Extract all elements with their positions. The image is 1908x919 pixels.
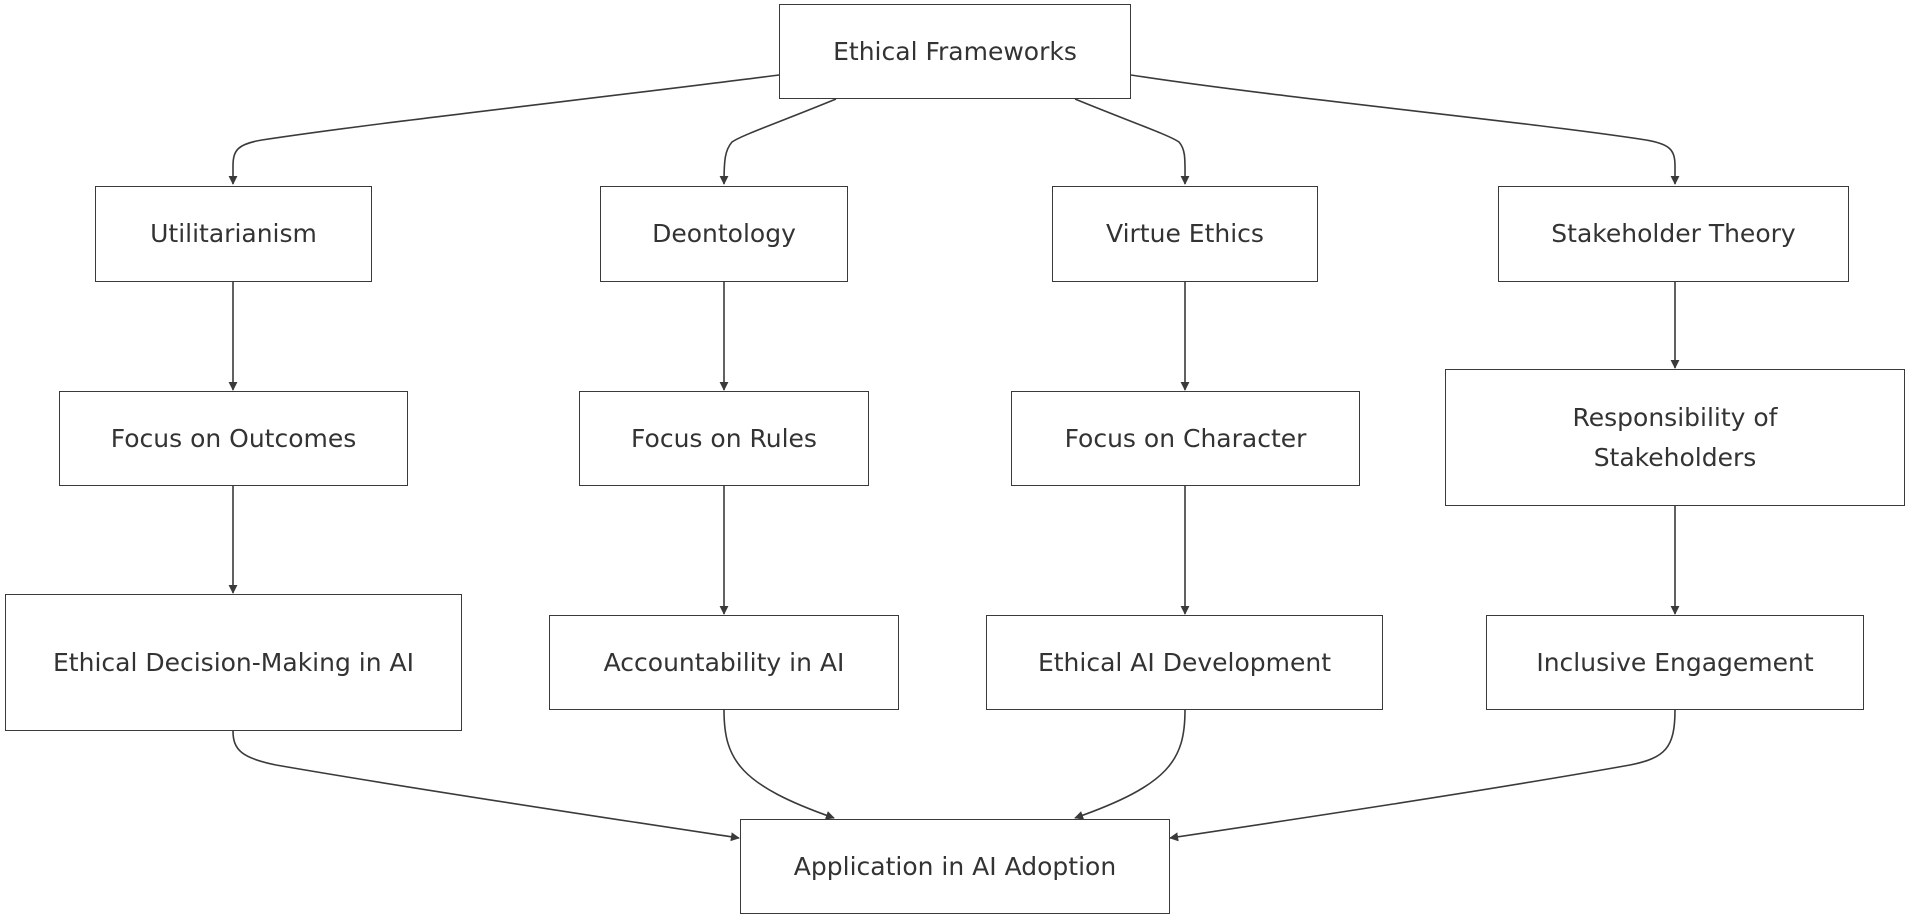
node-inclusive-engagement: Inclusive Engagement (1486, 615, 1864, 710)
edge-accountability-to-application (723, 709, 835, 820)
node-virtue-ethics: Virtue Ethics (1052, 186, 1318, 282)
node-application-in-ai-adoption: Application in AI Adoption (740, 819, 1170, 914)
edge-decision-to-application (232, 730, 740, 842)
node-focus-on-outcomes: Focus on Outcomes (59, 391, 408, 486)
node-ethical-ai-development: Ethical AI Development (986, 615, 1383, 710)
edge-root-to-deontology (719, 98, 837, 185)
node-responsibility-of-stakeholders: Responsibility of Stakeholders (1445, 369, 1905, 506)
node-stakeholder-theory: Stakeholder Theory (1498, 186, 1849, 282)
node-focus-on-character: Focus on Character (1011, 391, 1360, 486)
node-focus-on-rules: Focus on Rules (579, 391, 869, 486)
edge-root-to-virtue-ethics (1074, 98, 1190, 185)
edge-inclusive-to-application (1169, 709, 1676, 842)
node-ethical-frameworks: Ethical Frameworks (779, 4, 1131, 99)
edge-development-to-application (1074, 709, 1186, 820)
node-deontology: Deontology (600, 186, 848, 282)
node-utilitarianism: Utilitarianism (95, 186, 372, 282)
edge-root-to-utilitarianism (228, 74, 780, 185)
edge-root-to-stakeholder-theory (1130, 74, 1680, 185)
node-ethical-decision-making-in-ai: Ethical Decision-Making in AI (5, 594, 462, 731)
node-accountability-in-ai: Accountability in AI (549, 615, 899, 710)
